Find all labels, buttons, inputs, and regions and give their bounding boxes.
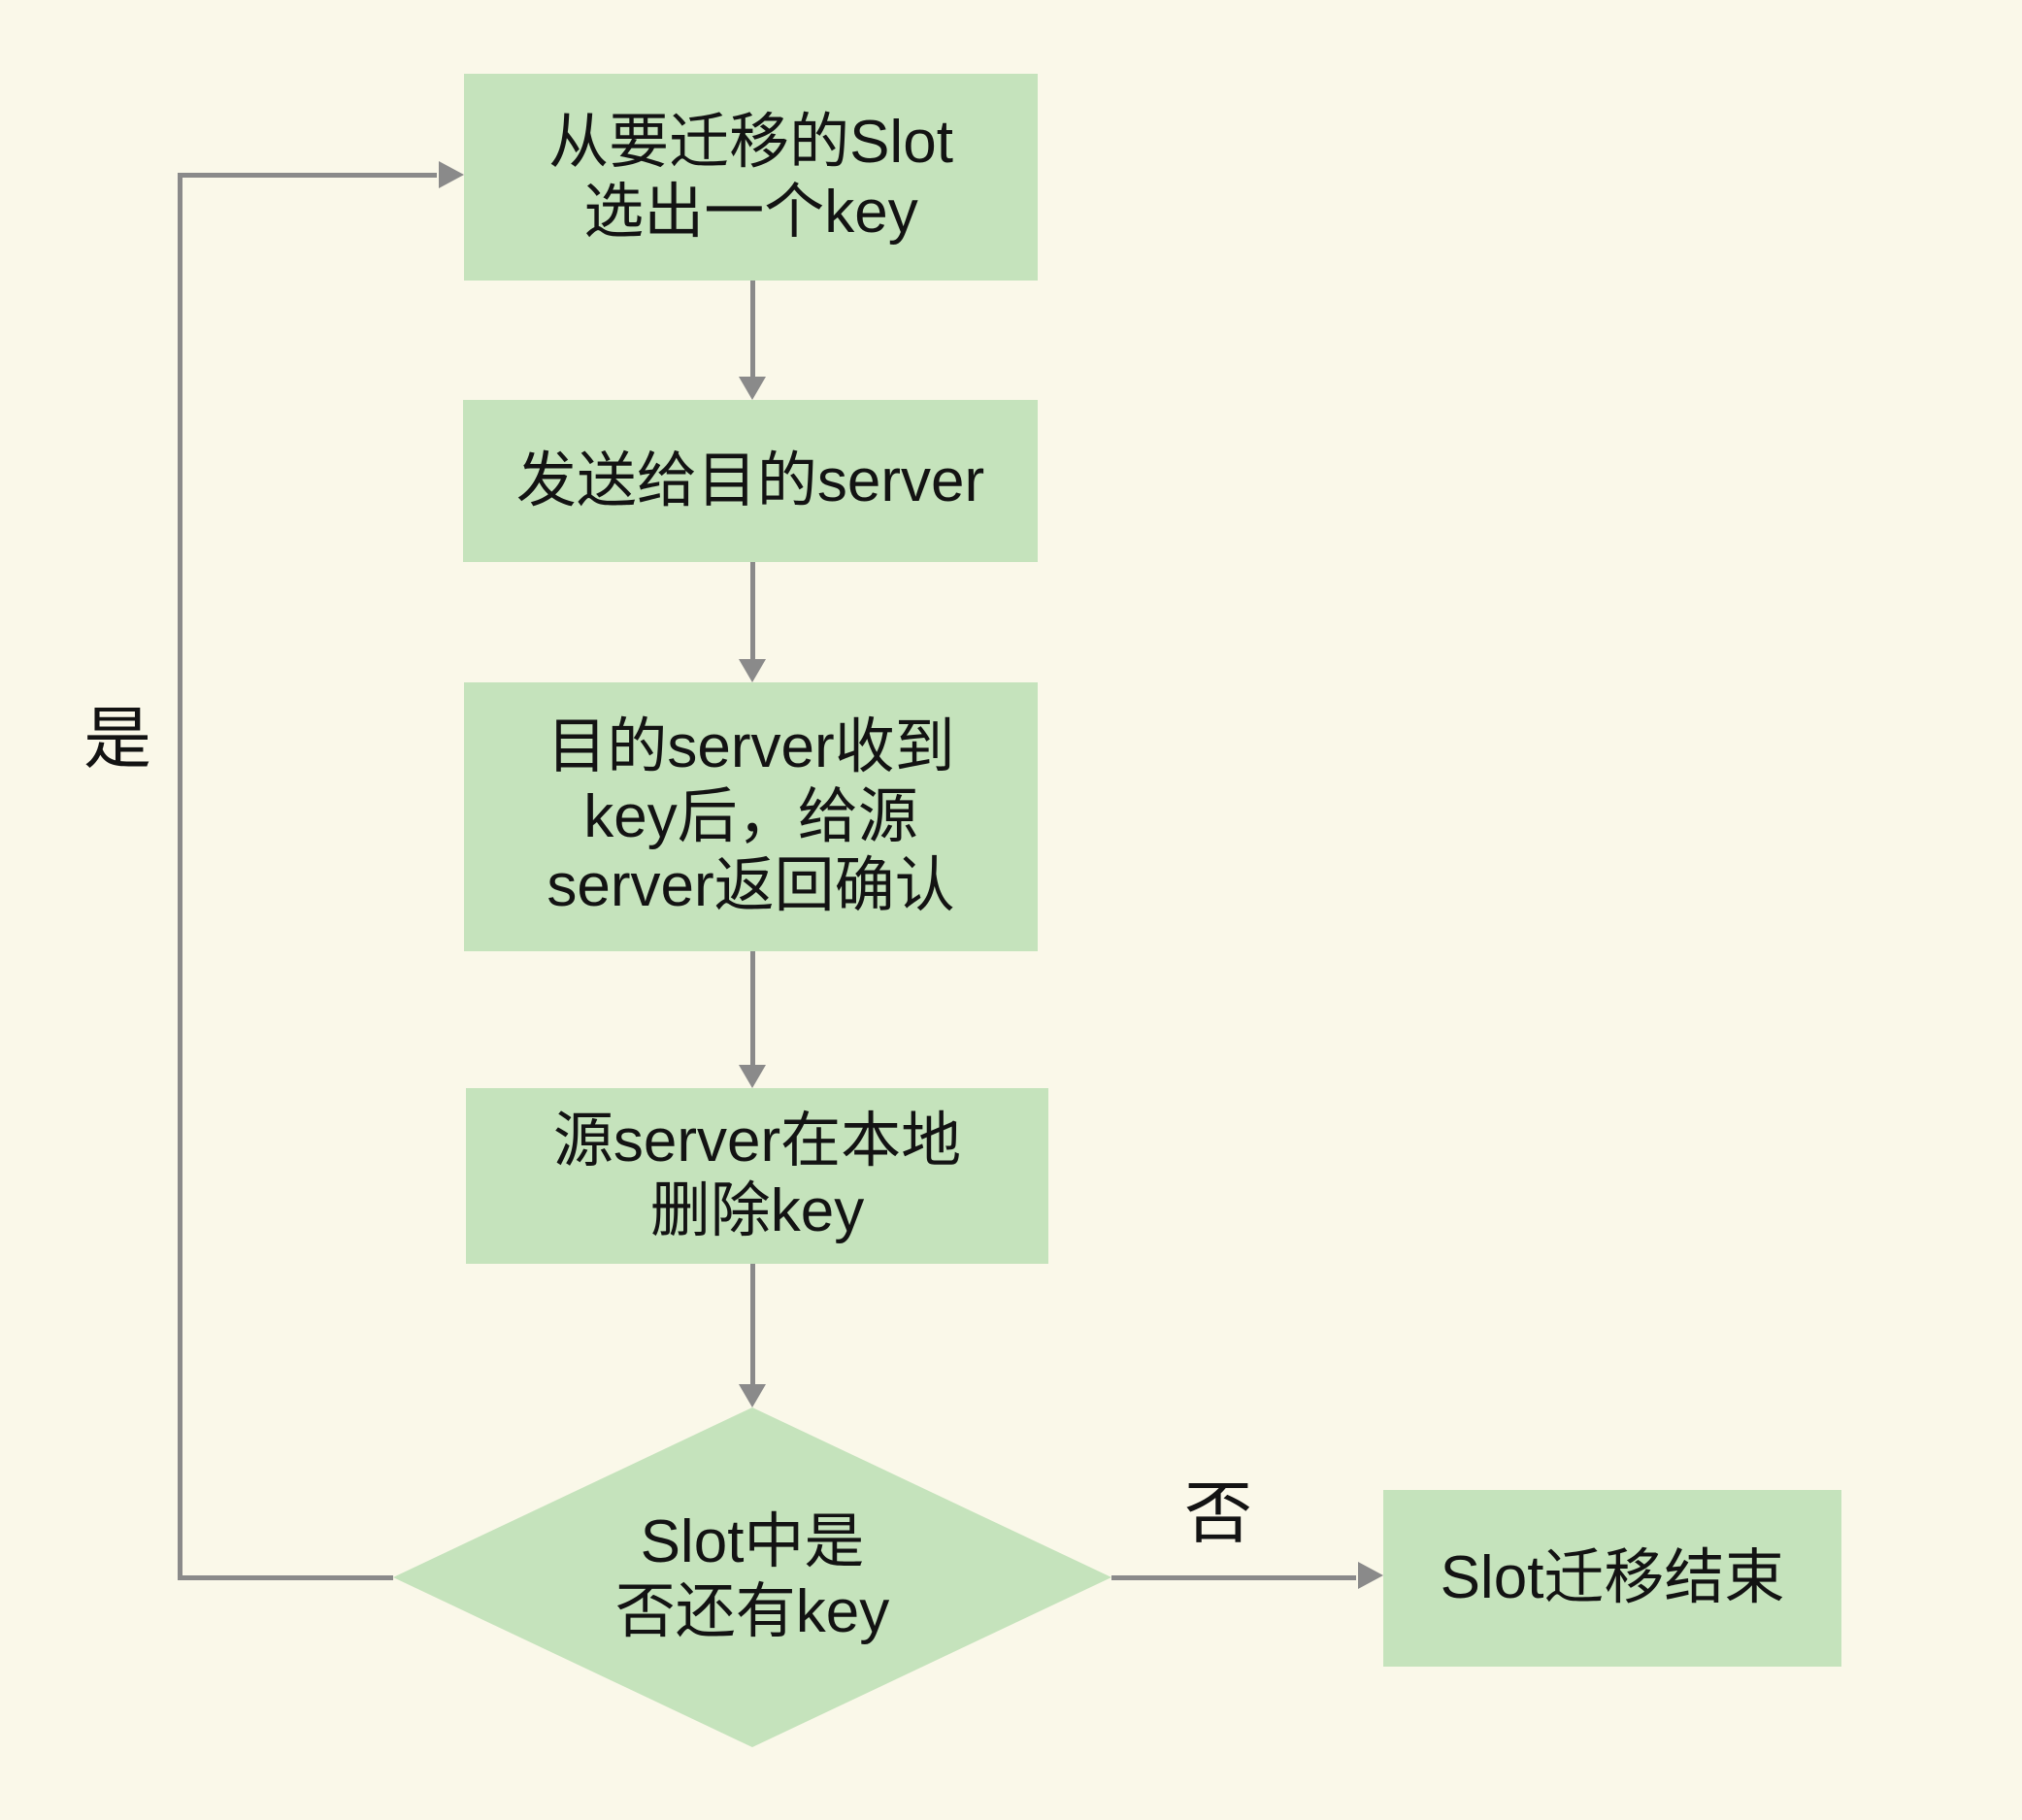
- node-text-line: key后，给源: [583, 782, 918, 850]
- node-decision-has-more-keys: Slot中是 否还有key: [393, 1407, 1111, 1747]
- node-text-line: 否还有key: [614, 1578, 890, 1645]
- node-text-line: 目的server收到: [547, 712, 955, 780]
- node-text-line: 发送给目的server: [515, 447, 985, 514]
- edge-delete-to-decision-arrowhead: [739, 1384, 766, 1407]
- node-delete-local: 源server在本地 删除key: [466, 1088, 1048, 1264]
- edge-send-to-confirm-line: [750, 562, 755, 661]
- edge-decision-to-end-arrowhead: [1358, 1562, 1383, 1589]
- edge-decision-to-end-line: [1111, 1575, 1356, 1580]
- edge-confirm-to-delete-arrowhead: [739, 1065, 766, 1088]
- node-dest-confirm: 目的server收到 key后，给源 server返回确认: [464, 682, 1038, 951]
- edge-delete-to-decision-line: [750, 1264, 755, 1386]
- edge-pick-to-send-line: [750, 281, 755, 381]
- loop-edge-left-line: [178, 173, 182, 1580]
- loop-edge-top-line: [178, 173, 437, 178]
- loop-edge-bottom-line: [178, 1575, 393, 1580]
- edge-pick-to-send-arrowhead: [739, 377, 766, 400]
- node-text-line: 删除key: [649, 1176, 865, 1244]
- edge-send-to-confirm-arrowhead: [739, 659, 766, 682]
- node-text-line: 从要迁移的Slot: [548, 108, 953, 176]
- node-migration-end: Slot迁移结束: [1383, 1490, 1841, 1667]
- node-send-to-dest: 发送给目的server: [463, 400, 1038, 562]
- loop-arrowhead: [439, 161, 464, 188]
- node-pick-key: 从要迁移的Slot 选出一个key: [464, 74, 1038, 281]
- edge-label-yes: 是: [83, 701, 151, 777]
- node-text-line: Slot迁移结束: [1440, 1544, 1785, 1612]
- node-text-line: Slot中是: [640, 1508, 865, 1576]
- edge-label-no: 否: [1184, 1475, 1252, 1551]
- node-text-line: 选出一个key: [583, 178, 918, 246]
- node-text-line: 源server在本地: [552, 1107, 962, 1175]
- edge-confirm-to-delete-line: [750, 951, 755, 1067]
- node-text-line: server返回确认: [547, 852, 955, 920]
